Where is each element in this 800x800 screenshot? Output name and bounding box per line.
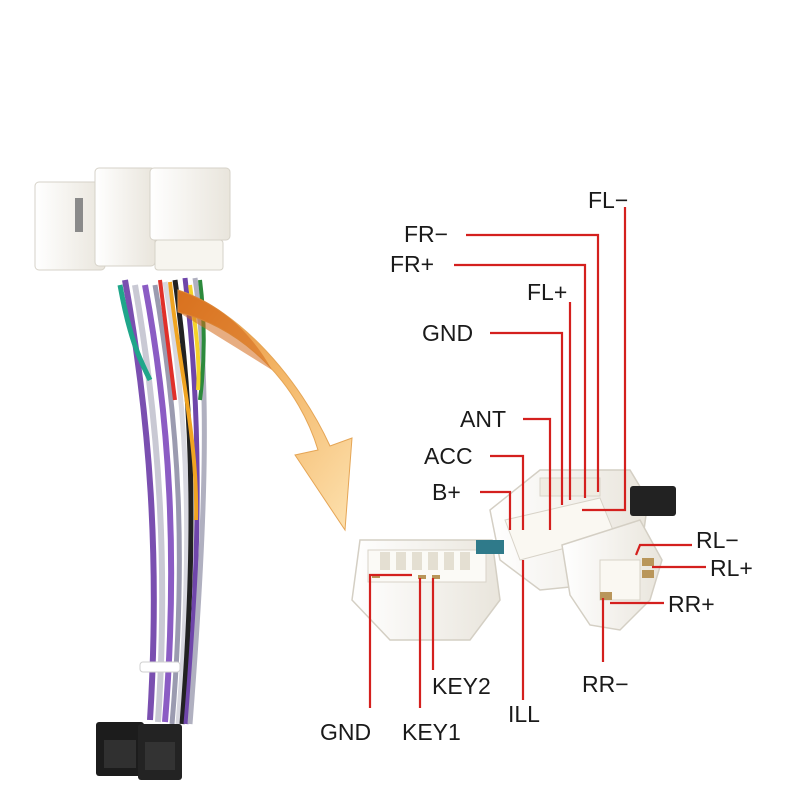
label-b-plus: B+ (432, 479, 461, 505)
label-rr-minus: RR− (582, 671, 629, 697)
left-connector (351, 539, 501, 641)
label-fl-minus: FL− (588, 187, 628, 213)
label-fr-minus: FR− (404, 221, 448, 247)
label-ill: ILL (508, 701, 540, 727)
arrow-tail (178, 290, 272, 370)
label-rl-plus: RL+ (710, 555, 753, 581)
label-acc: ACC (424, 443, 473, 469)
label-fr-plus: FR+ (390, 251, 434, 277)
harness-photo (34, 167, 231, 780)
label-rr-plus: RR+ (668, 591, 715, 617)
label-rl-minus: RL− (696, 527, 739, 553)
harness-connectors-top (34, 167, 231, 271)
pin-labels: FL− FR− FR+ FL+ GND ANT ACC B+ RL− RL+ R… (320, 187, 753, 745)
harness-connectors-bottom (96, 722, 182, 780)
label-ant: ANT (460, 406, 506, 432)
label-key2: KEY2 (432, 673, 491, 699)
label-fl-plus: FL+ (527, 279, 567, 305)
label-key1: KEY1 (402, 719, 461, 745)
label-gnd-bottom: GND (320, 719, 371, 745)
wire-bundle (117, 277, 207, 725)
label-gnd-top: GND (422, 320, 473, 346)
leader-lines (368, 207, 706, 708)
